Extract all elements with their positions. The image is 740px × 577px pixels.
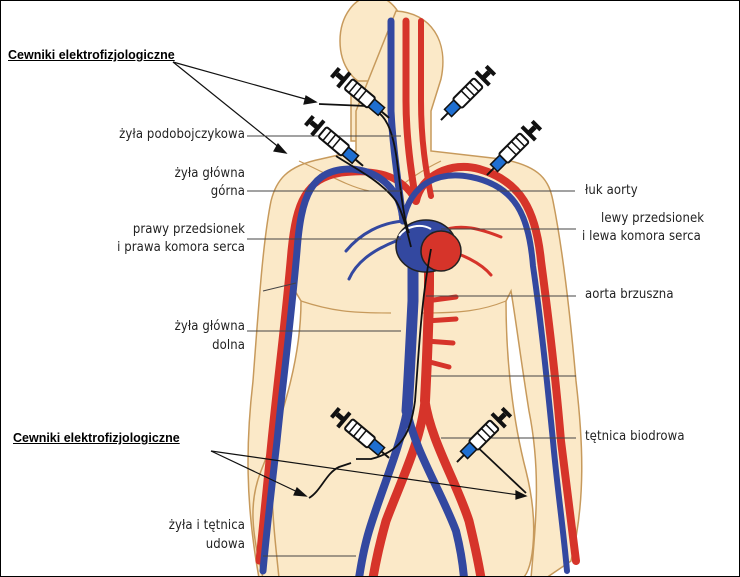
label-aortic-arch: łuk aorty	[585, 183, 638, 199]
label-subclavian-vein: żyła podobojczykowa	[119, 127, 245, 143]
label-ivc-1: żyła główna	[175, 319, 245, 335]
heading-catheters-bottom: Cewniki elektrofizjologiczne	[13, 431, 180, 445]
label-right-heart-2: i prawa komora serca	[117, 240, 245, 256]
label-abdominal-aorta: aorta brzuszna	[585, 287, 674, 303]
label-svc-1: żyła główna	[175, 166, 245, 182]
label-femoral-2: udowa	[206, 537, 245, 553]
label-iliac-artery: tętnica biodrowa	[585, 429, 685, 445]
label-femoral-1: żyła i tętnica	[169, 518, 245, 534]
label-left-heart-2: i lewa komora serca	[582, 229, 701, 245]
label-ivc-2: dolna	[212, 338, 245, 354]
label-svc-2: górna	[211, 184, 245, 200]
label-right-heart-1: prawy przedsionek	[133, 222, 245, 238]
label-left-heart-1: lewy przedsionek	[601, 211, 704, 227]
heading-catheters-top: Cewniki elektrofizjologiczne	[8, 48, 175, 62]
